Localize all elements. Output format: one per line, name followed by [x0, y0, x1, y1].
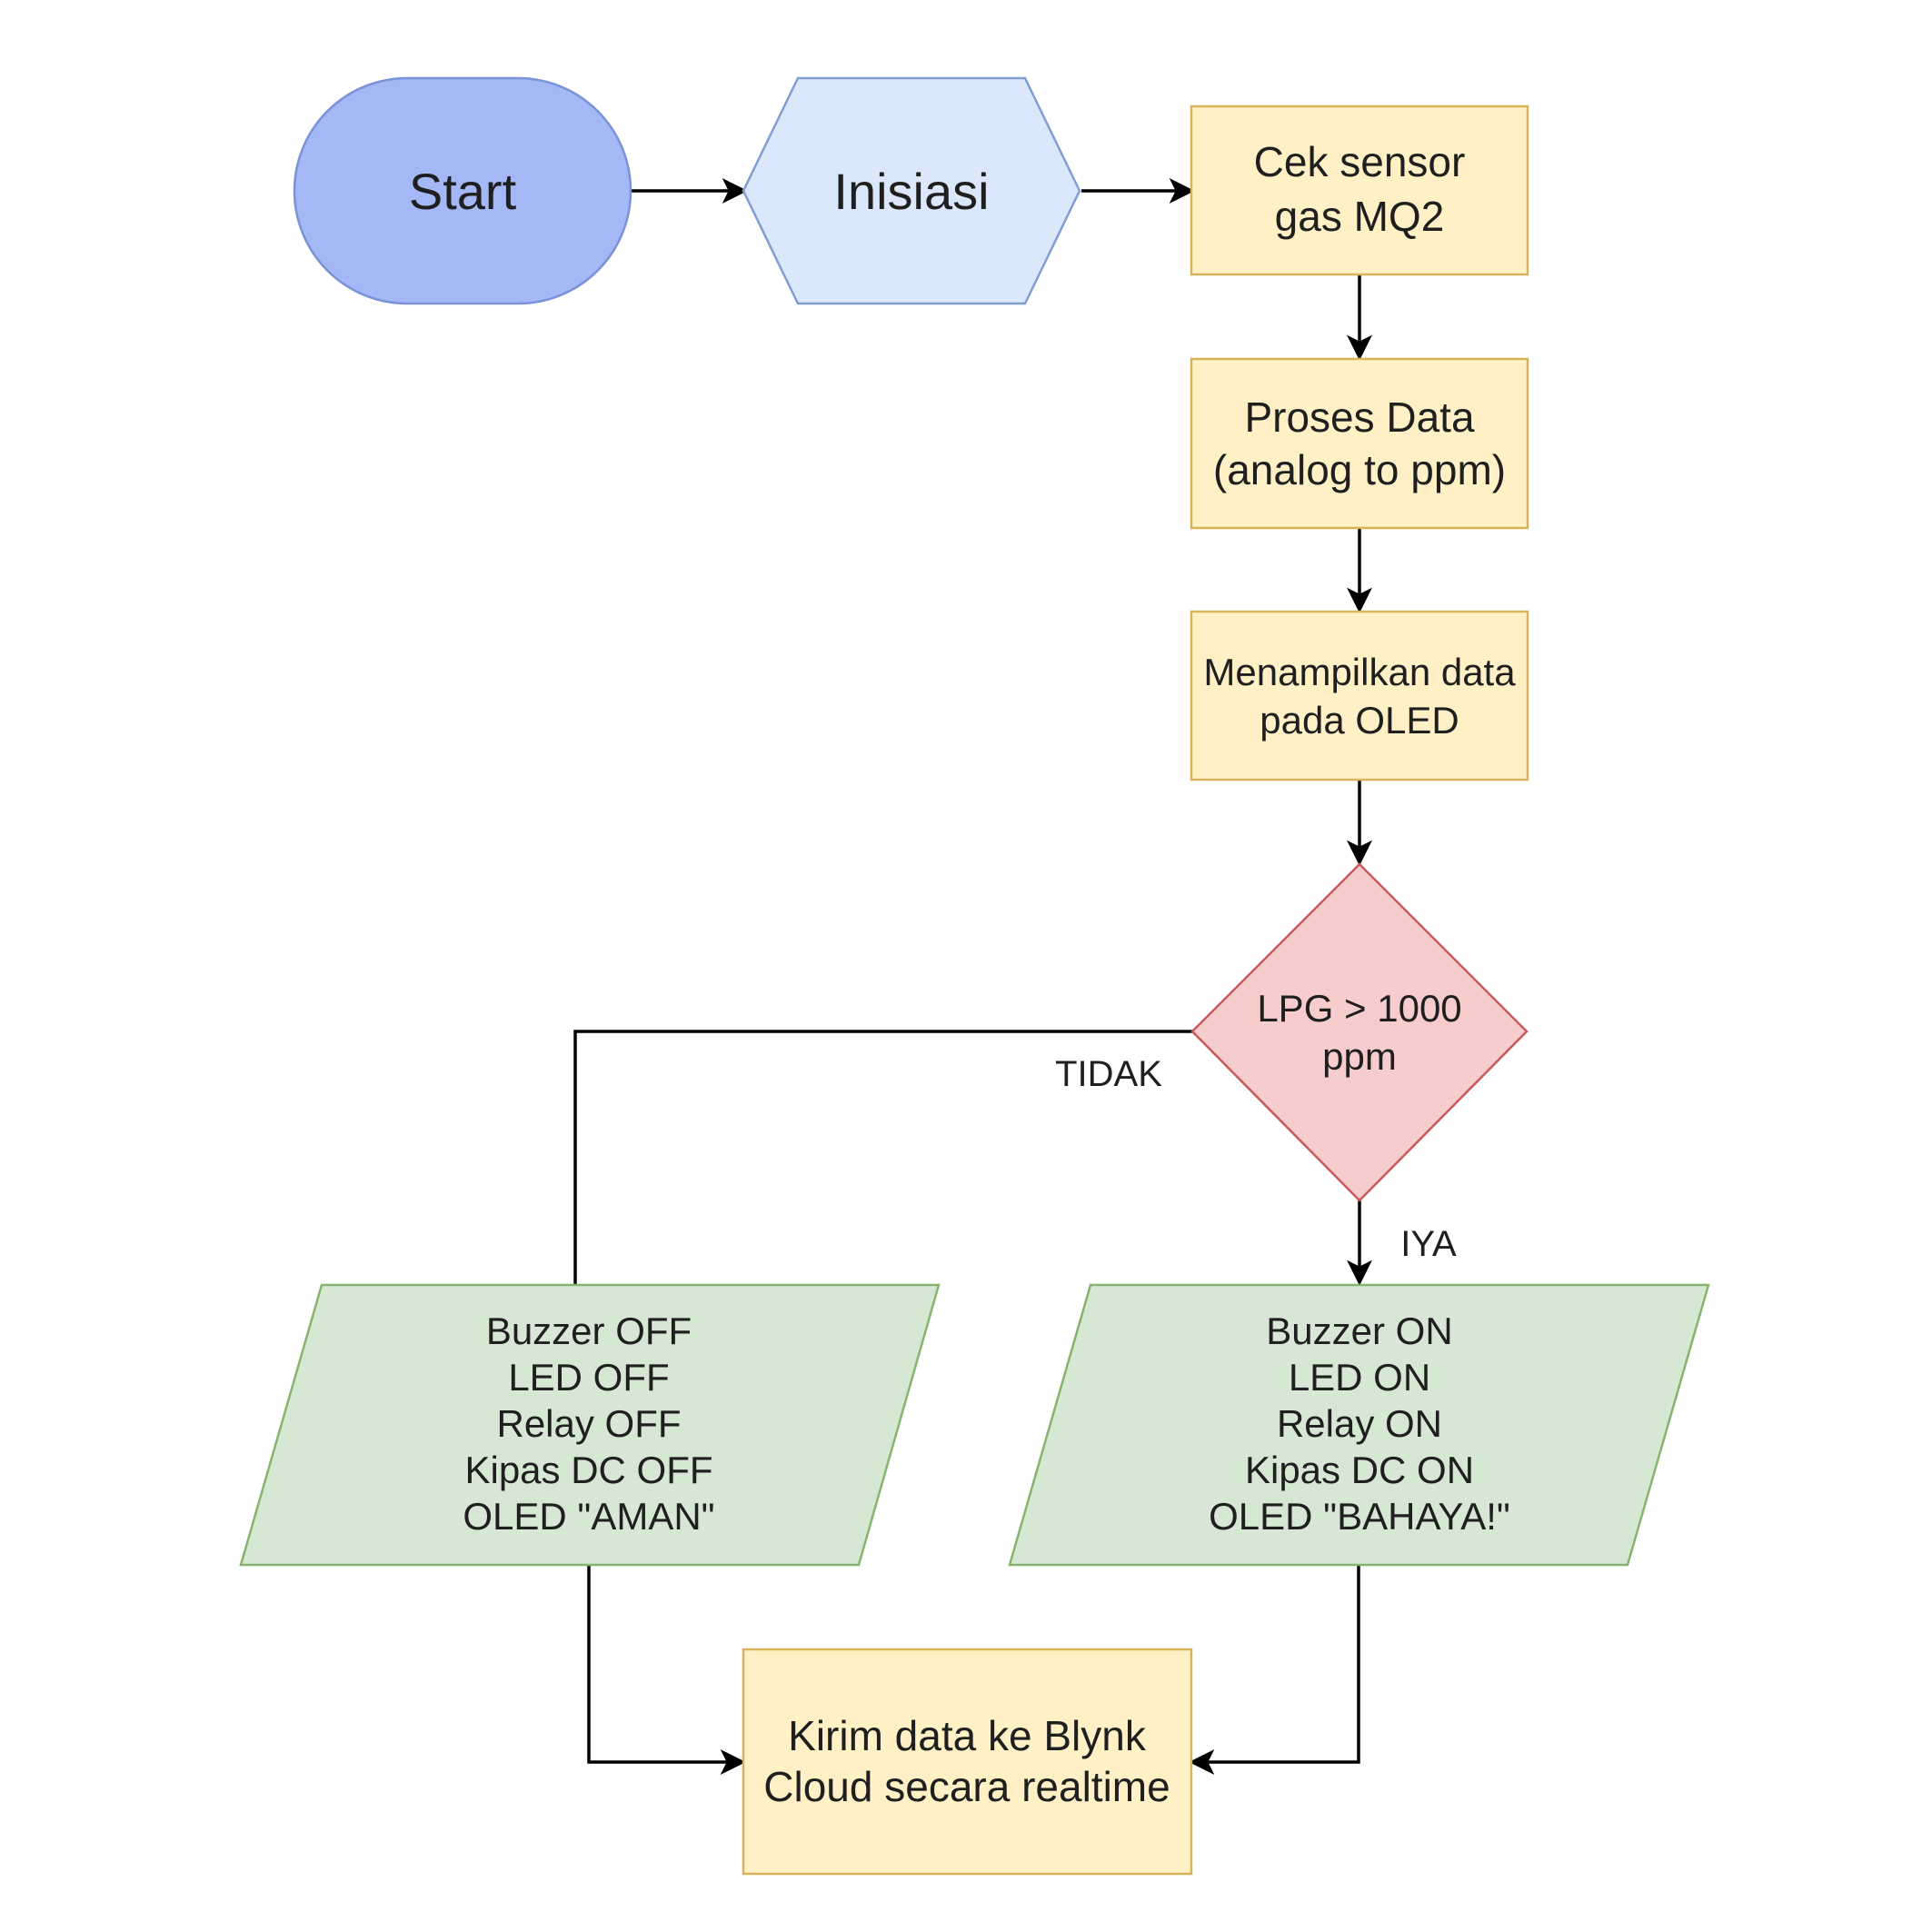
- output-safe-line-5: OLED "AMAN": [463, 1495, 714, 1538]
- output-safe-shape: [239, 1283, 941, 1567]
- output-safe-line-3: Relay OFF: [496, 1402, 681, 1445]
- edge-label-no: TIDAK: [1055, 1054, 1162, 1094]
- output-safe-line-4: Kipas DC OFF: [464, 1449, 712, 1491]
- edge-decision-no: [573, 1030, 1192, 1284]
- output-safe-node: Buzzer OFF LED OFF Relay OFF Kipas DC OF…: [239, 1283, 941, 1567]
- output-danger-line-2: LED ON: [1289, 1356, 1430, 1399]
- process-data-line-2: (analog to ppm): [1213, 446, 1506, 493]
- send-blynk-shape: [742, 1648, 1193, 1876]
- decision-shape: [1190, 862, 1529, 1202]
- output-safe-line-2: LED OFF: [508, 1356, 669, 1399]
- check-sensor-line-1: Cek sensor: [1254, 138, 1466, 185]
- display-oled-line-1: Menampilkan data: [1203, 651, 1516, 693]
- send-blynk-line-2: Cloud secara realtime: [763, 1763, 1170, 1810]
- connectors: [573, 178, 1372, 1775]
- start-shape: [293, 76, 632, 305]
- output-danger-line-4: Kipas DC ON: [1245, 1449, 1474, 1491]
- init-shape: [742, 76, 1081, 305]
- output-danger-line-5: OLED "BAHAYA!": [1209, 1495, 1510, 1538]
- check-sensor-node: Cek sensor gas MQ2: [1190, 105, 1529, 276]
- process-data-node: Proses Data (analog to ppm): [1190, 357, 1529, 530]
- init-node: Inisiasi: [742, 76, 1081, 305]
- decision-line-1: LPG > 1000: [1257, 987, 1461, 1030]
- decision-node: LPG > 1000 ppm: [1190, 862, 1529, 1202]
- send-blynk-node: Kirim data ke Blynk Cloud secara realtim…: [742, 1648, 1193, 1876]
- output-danger-shape: [1008, 1283, 1710, 1567]
- edge-danger-to-blynk: [1189, 1565, 1360, 1775]
- init-label: Inisiasi: [833, 163, 989, 220]
- start-node: Start: [293, 76, 632, 305]
- check-sensor-line-2: gas MQ2: [1275, 193, 1445, 240]
- decision-line-2: ppm: [1322, 1035, 1397, 1078]
- output-danger-node: Buzzer ON LED ON Relay ON Kipas DC ON OL…: [1008, 1283, 1710, 1567]
- display-oled-node: Menampilkan data pada OLED: [1190, 610, 1529, 782]
- edge-label-yes: IYA: [1400, 1224, 1457, 1264]
- output-safe-line-1: Buzzer OFF: [486, 1310, 692, 1352]
- edge-safe-to-blynk: [587, 1565, 746, 1775]
- display-oled-line-2: pada OLED: [1260, 699, 1459, 742]
- send-blynk-line-1: Kirim data ke Blynk: [788, 1712, 1147, 1759]
- output-danger-line-3: Relay ON: [1277, 1402, 1442, 1445]
- process-data-line-1: Proses Data: [1244, 393, 1475, 441]
- display-oled-shape: [1190, 610, 1529, 782]
- start-label: Start: [409, 163, 517, 220]
- process-data-shape: [1190, 357, 1529, 530]
- output-danger-line-1: Buzzer ON: [1266, 1310, 1452, 1352]
- check-sensor-shape: [1190, 105, 1529, 276]
